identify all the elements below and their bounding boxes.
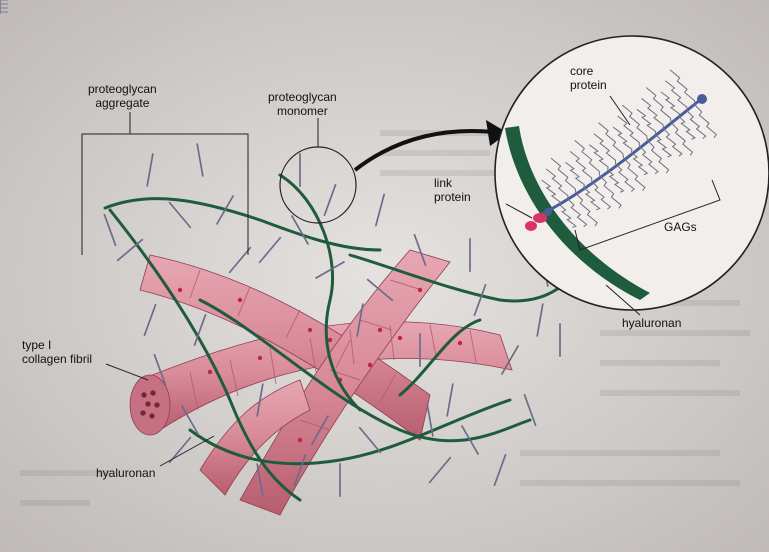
hyaluronan-strand — [108, 208, 302, 502]
fibril-cross-section-dots — [140, 390, 160, 419]
hyaluronan-inset-leader — [605, 284, 641, 316]
gag-chain — [550, 157, 577, 194]
gag-chain — [686, 110, 707, 139]
core-protein-anchor — [544, 208, 552, 216]
gag-chain — [678, 116, 696, 140]
gag-chain — [591, 181, 612, 210]
gag-chain — [670, 122, 694, 156]
hyaluronan-strand — [278, 173, 362, 412]
collagen-fibrils — [129, 249, 513, 516]
label-hyaluronan-inset: hyaluronan — [622, 316, 682, 330]
gag-chain — [583, 186, 601, 211]
aggregate-bracket — [81, 133, 249, 255]
label-proteoglycan-aggregate: proteoglycan aggregate — [88, 82, 157, 110]
label-core-protein: core protein — [570, 64, 607, 92]
gag-chain — [636, 109, 657, 135]
gag-chain — [646, 139, 670, 174]
gag-chain — [599, 175, 622, 209]
gag-chain — [569, 150, 593, 182]
gag-chain — [593, 133, 617, 164]
gag-chain — [607, 169, 625, 193]
gag-chain — [694, 104, 718, 139]
collagen-leader — [105, 363, 149, 381]
gag-chain — [541, 179, 561, 206]
core-protein-leader — [609, 95, 631, 126]
gag-chain — [662, 128, 683, 157]
gag-chain — [612, 126, 633, 153]
gag-chain — [574, 140, 601, 176]
inset-hyaluronan — [505, 126, 650, 300]
arrow-head — [486, 120, 508, 146]
gag-chain — [631, 151, 649, 176]
gag-chain — [565, 161, 585, 188]
link-protein-leader — [505, 203, 533, 219]
collagen-fibril — [199, 379, 311, 496]
arrow-right-curved-icon — [353, 128, 494, 172]
hyaluronan-strand — [188, 398, 512, 466]
collagen-fibril — [139, 321, 513, 431]
gag-chain — [641, 98, 664, 129]
gag-chain — [623, 157, 646, 192]
label-hyaluronan-main: hyaluronan — [96, 466, 156, 480]
gag-chain — [545, 168, 569, 200]
collagen-fibril — [139, 254, 431, 441]
gag-chain — [588, 144, 609, 170]
gag-chain — [622, 104, 648, 141]
label-proteoglycan-monomer: proteoglycan monomer — [268, 90, 337, 118]
label-link-protein: link protein — [434, 176, 471, 204]
gag-chain — [665, 80, 688, 111]
link-protein — [533, 213, 547, 223]
hyaluronan-main-leader — [159, 435, 215, 467]
proteoglycan-clusters — [0, 0, 8, 14]
link-protein — [525, 221, 537, 231]
hyaluronan-strand — [103, 197, 382, 252]
gag-chain — [615, 163, 635, 192]
gag-chain — [669, 69, 696, 106]
hyaluronan-strand — [398, 318, 482, 397]
inset-magnified-view — [494, 35, 769, 316]
hyaluronan-strand — [198, 298, 532, 443]
core-protein-end — [697, 94, 707, 104]
gag-chain — [645, 87, 672, 123]
inset-gags — [541, 69, 718, 229]
gag-chain — [654, 134, 673, 158]
gag-chain — [567, 198, 588, 228]
gag-chain — [660, 91, 681, 117]
gag-chain — [559, 204, 577, 229]
inset-core-protein — [539, 98, 701, 217]
label-gags: GAGs — [664, 220, 697, 234]
label-type-i-collagen-fibril: type I collagen fibril — [22, 338, 93, 366]
gag-chain — [617, 115, 640, 147]
gag-chain — [575, 192, 598, 227]
gag-chain — [598, 122, 625, 159]
gags-bracket — [574, 179, 721, 251]
gag-chain — [639, 145, 659, 175]
